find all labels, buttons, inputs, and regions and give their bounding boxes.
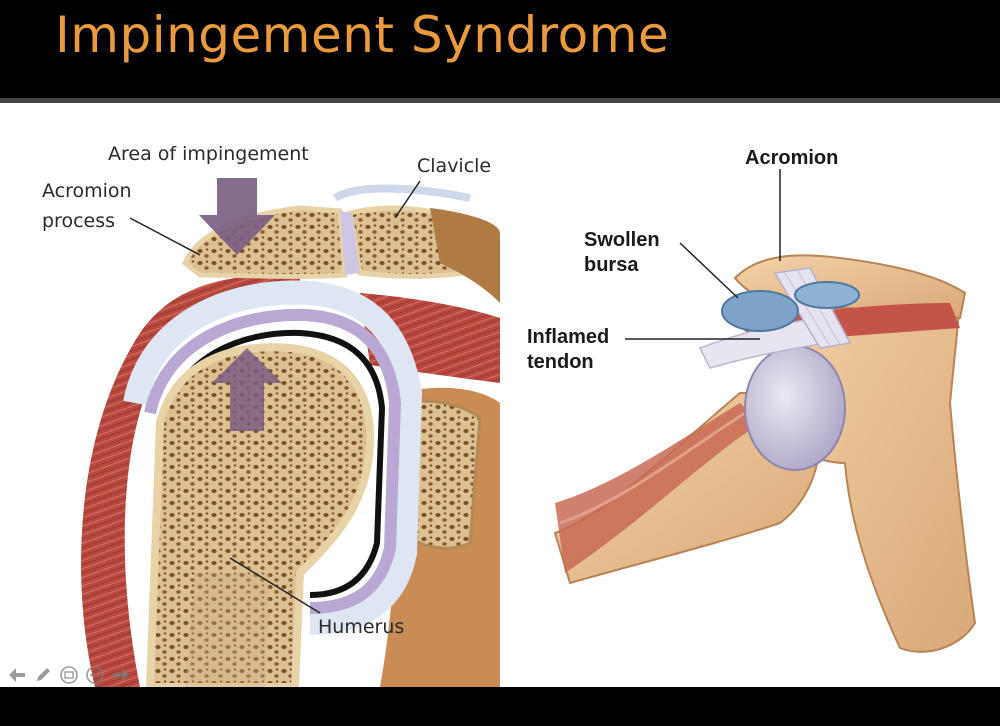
slide-title: Impingement Syndrome [55, 6, 670, 64]
label-acromion-process-line1: Acromion [42, 180, 132, 202]
label-clavicle: Clavicle [417, 155, 492, 177]
label-swollen-bursa-line1: Swollen [584, 229, 660, 251]
label-acromion: Acromion [745, 147, 839, 169]
slide-sorter-icon[interactable] [58, 664, 80, 686]
right-shoulder-view [553, 169, 977, 653]
label-swollen-bursa-line2: bursa [584, 254, 639, 276]
label-area-of-impingement: Area of impingement [108, 143, 309, 165]
back-arrow-icon[interactable] [6, 664, 28, 686]
label-humerus: Humerus [318, 616, 405, 638]
slideshow-bottom-bar [0, 687, 1000, 726]
slideshow-nav-controls [6, 663, 132, 687]
diagram-panel: Area of impingement Acromion process Cla… [0, 103, 1000, 687]
label-inflamed-tendon-line1: Inflamed [527, 326, 610, 348]
pen-icon[interactable] [32, 664, 54, 686]
title-divider [0, 98, 1000, 103]
shoulder-illustrations [81, 169, 977, 687]
forward-arrow-icon[interactable] [110, 664, 132, 686]
left-shoulder-cross-section [81, 178, 500, 687]
menu-dots-icon[interactable] [84, 664, 106, 686]
label-acromion-process-line2: process [42, 210, 116, 232]
label-inflamed-tendon-line2: tendon [527, 351, 594, 373]
